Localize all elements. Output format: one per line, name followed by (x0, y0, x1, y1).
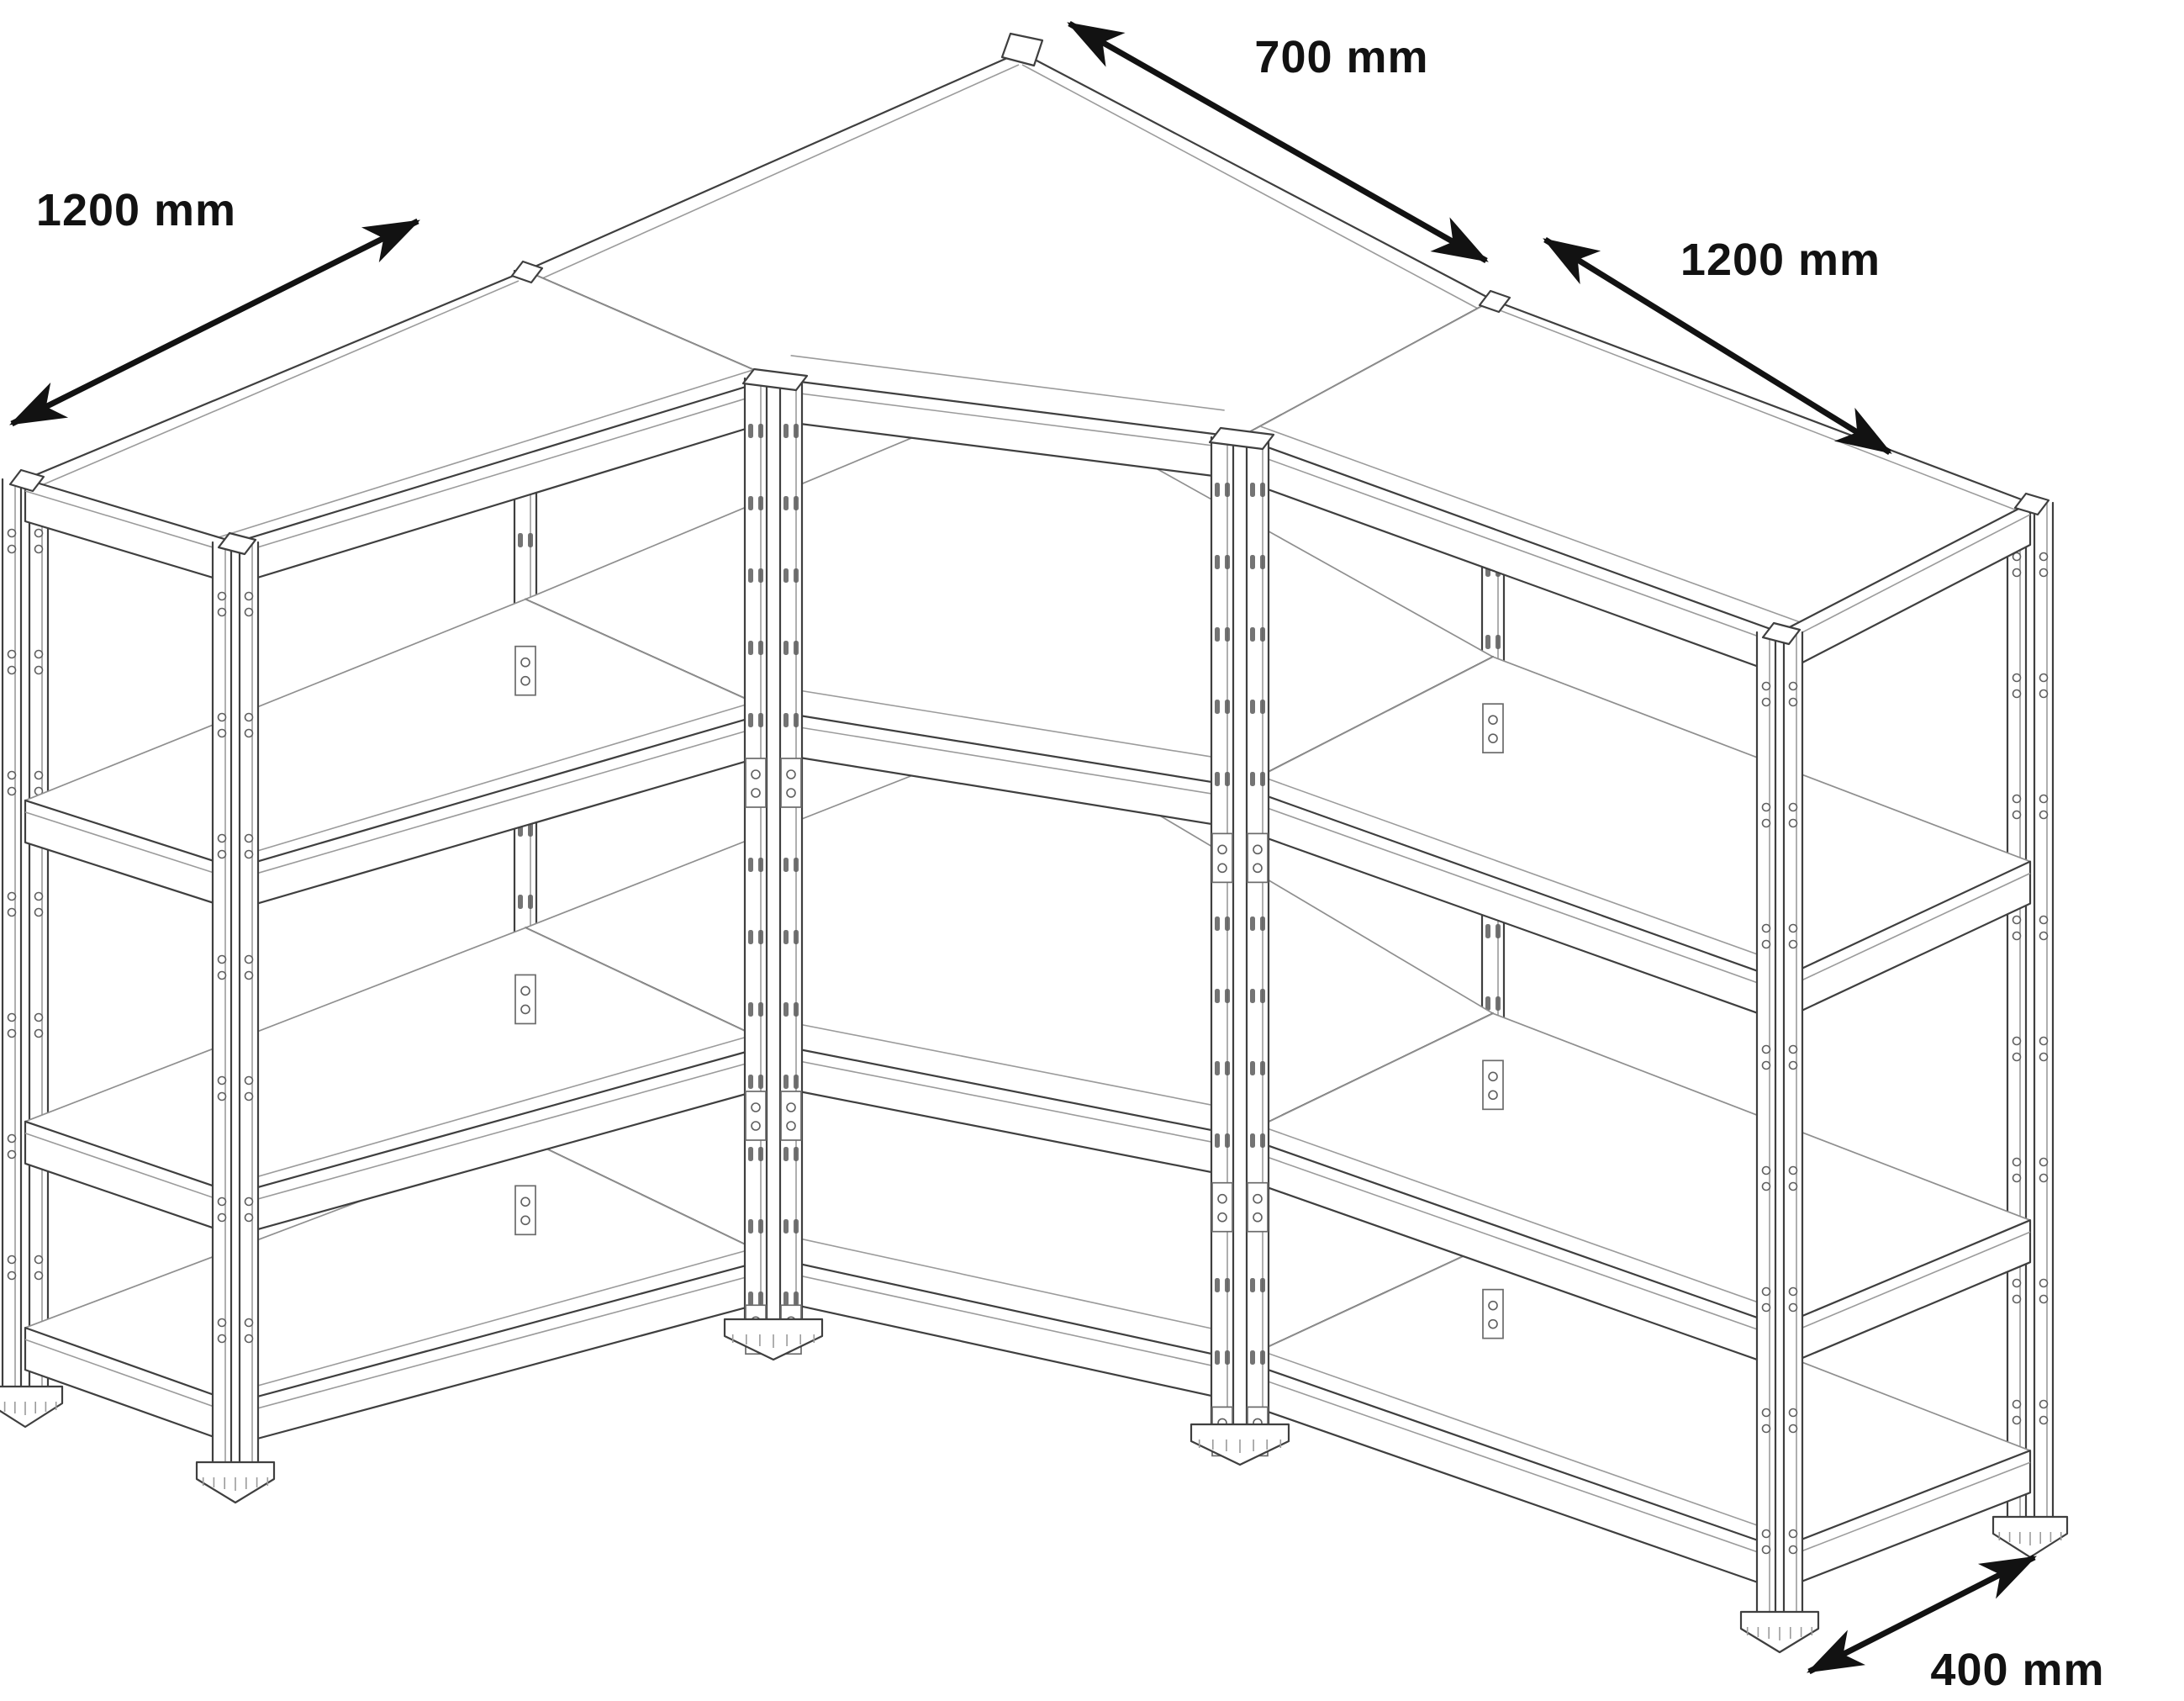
dimension-annotations: 1200 mm 700 mm 1200 mm 400 mm (9, 20, 2104, 1695)
dimension-label-left-bay-length: 1200 mm (36, 185, 236, 235)
upright-strip (238, 541, 260, 1469)
apex-connector (1000, 32, 1044, 67)
bracket-plate (1247, 1181, 1269, 1233)
post-cap (1478, 289, 1511, 314)
post-cap (1208, 426, 1275, 451)
upright-strip (1245, 436, 1270, 1431)
upright-strip (211, 541, 233, 1469)
bracket-plate (1482, 703, 1504, 754)
upright-strip (1755, 631, 1777, 1619)
bracket-plate (780, 1091, 802, 1141)
bracket-plate (745, 758, 767, 808)
corner-post-cluster-right (1210, 436, 1270, 1431)
right-bay-shelf-3 (1238, 1012, 2032, 1369)
post-left-bay-front (211, 541, 260, 1469)
post-cap (217, 531, 257, 556)
foot-corner-left (723, 1318, 824, 1361)
foot-right-front (1739, 1610, 1820, 1654)
right-bay-shelf-1 (1238, 298, 2032, 676)
bracket-plate (514, 645, 536, 696)
dimension-label-right-bay-length: 1200 mm (1680, 235, 1881, 285)
post-cap (1761, 621, 1802, 646)
post-cap (741, 367, 809, 392)
bracket-plate (1482, 1059, 1504, 1111)
post-right-bay-rear (2006, 501, 2055, 1524)
rear-uprights (1, 269, 2055, 1524)
upright-strip (2033, 501, 2055, 1524)
dimension-arrow-left-bay-length (9, 218, 420, 427)
upright-strip (1782, 631, 1804, 1619)
dimension-arrow-right-bay-length (1543, 237, 1892, 455)
upright-strip (778, 377, 804, 1326)
bracket-plate (1211, 832, 1233, 884)
dimension-corner-front-width: 700 mm (1067, 20, 1489, 264)
post-cap (8, 468, 45, 493)
foot-left-rear (0, 1385, 64, 1429)
post-left-bay-rear (1, 478, 50, 1393)
bracket-plate (780, 758, 802, 808)
bracket-plate (514, 1185, 536, 1236)
bracket-plate (745, 1091, 767, 1141)
feet (0, 1318, 2069, 1654)
dimension-right-bay-length: 1200 mm (1543, 235, 1892, 455)
bracket-plate (1482, 1288, 1504, 1339)
dimension-bay-depth: 400 mm (1807, 1554, 2104, 1695)
dimension-label-corner-front-width: 700 mm (1254, 32, 1428, 82)
bracket-plate (1211, 1181, 1233, 1233)
right-bay-shelf-4 (1238, 1241, 2032, 1592)
post-right-bay-front (1755, 631, 1804, 1619)
post-cap (2013, 492, 2050, 516)
post-cap (510, 260, 544, 284)
dimension-arrow-corner-front-width (1067, 20, 1489, 264)
bracket-plate (1247, 832, 1269, 884)
upright-strip (28, 478, 50, 1393)
foot-corner-right (1190, 1423, 1290, 1466)
upright-strip (2006, 501, 2028, 1524)
dimension-arrow-bay-depth (1807, 1554, 2037, 1675)
dimension-left-bay-length: 1200 mm (9, 185, 420, 427)
upright-strip (1, 478, 23, 1393)
bracket-plate (514, 974, 536, 1025)
dimension-label-bay-depth: 400 mm (1930, 1645, 2104, 1695)
upright-strip (1210, 436, 1235, 1431)
foot-right-rear (1991, 1515, 2069, 1559)
shelving-structure (0, 32, 2069, 1654)
upright-strip (743, 377, 768, 1326)
corner-post-cluster-left (743, 377, 804, 1326)
foot-left-front (195, 1461, 276, 1504)
front-uprights (8, 32, 2050, 1619)
